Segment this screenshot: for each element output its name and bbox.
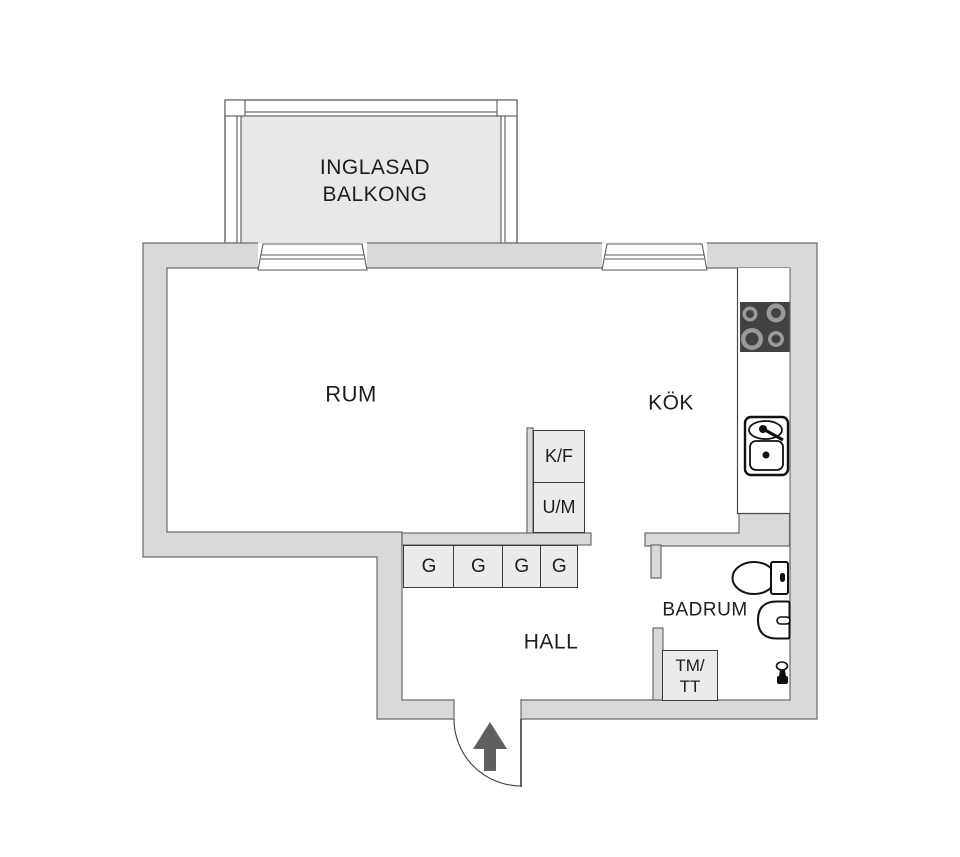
wardrobe-row: G G G G [403, 545, 579, 588]
toilet-brush-icon [775, 661, 789, 684]
washer-dryer-box: TM/ TT [662, 650, 718, 701]
wardrobe-box: G [403, 545, 455, 588]
oven-micro-box: U/M [533, 481, 585, 533]
room-label-rum: RUM [325, 381, 377, 407]
fridge-freezer-label: K/F [544, 446, 573, 466]
entrance-door [453, 718, 522, 787]
balcony-label-line1: INGLASAD [319, 156, 431, 179]
kitchen-sink-icon [743, 415, 790, 477]
balcony-label: INGLASAD BALKONG [320, 154, 430, 208]
wardrobe-box: G [453, 545, 504, 588]
wardrobe-label: G [551, 555, 567, 577]
balcony-label-line2: BALKONG [322, 183, 428, 206]
washer-dryer-label-line2: TT [679, 676, 701, 696]
balcony-door-window [257, 243, 368, 271]
wardrobe-box: G [540, 545, 579, 588]
entrance-opening-edges [453, 699, 522, 720]
entrance-arrow-icon [473, 722, 507, 771]
washer-dryer-label-line1: TM/ [675, 655, 705, 675]
balcony-frame [224, 99, 518, 244]
wardrobe-box: G [501, 545, 542, 588]
oven-micro-label: U/M [542, 496, 576, 517]
room-label-kok: KÖK [648, 391, 694, 415]
wall-structure [142, 242, 818, 720]
room-label-hall: HALL [523, 630, 579, 654]
wardrobe-label: G [421, 555, 437, 577]
entrance-opening [454, 698, 521, 721]
stove-icon [740, 302, 790, 352]
toilet-icon [731, 561, 789, 595]
bathroom-sink-icon [756, 600, 791, 640]
kitchen-window [601, 243, 708, 271]
wardrobe-label: G [514, 555, 530, 577]
room-label-badrum: BADRUM [662, 599, 748, 621]
wardrobe-label: G [471, 555, 486, 577]
fridge-freezer-box: K/F [533, 430, 585, 483]
